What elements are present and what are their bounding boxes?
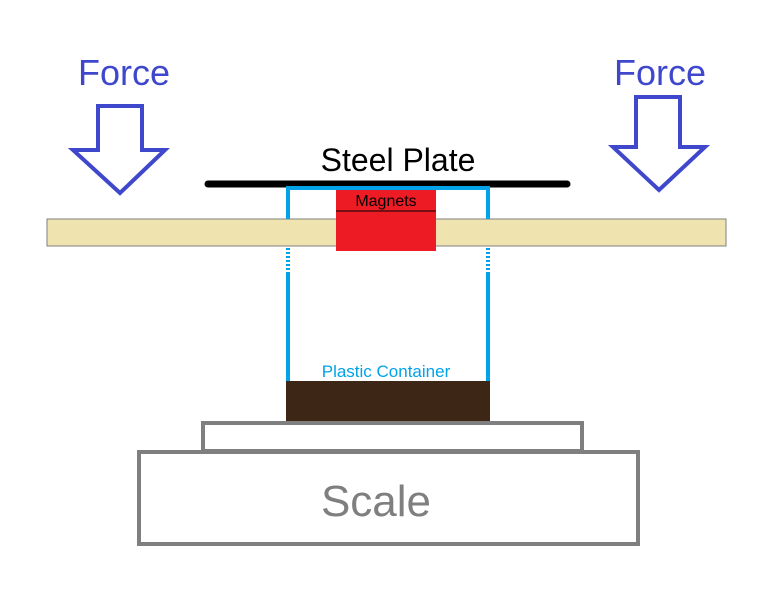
container-base [286,381,490,422]
force-label-left: Force [78,52,170,93]
magnets-label: Magnets [355,193,416,210]
scale-label: Scale [321,477,431,526]
scale-body [137,450,640,546]
plastic-container-label: Plastic Container [322,362,451,381]
magnets [336,190,436,251]
force-label-right: Force [614,52,706,93]
force-arrow-left [67,104,170,196]
scale-platform [201,421,584,453]
steel-plate-label: Steel Plate [321,142,476,178]
force-arrow-right [607,95,711,193]
